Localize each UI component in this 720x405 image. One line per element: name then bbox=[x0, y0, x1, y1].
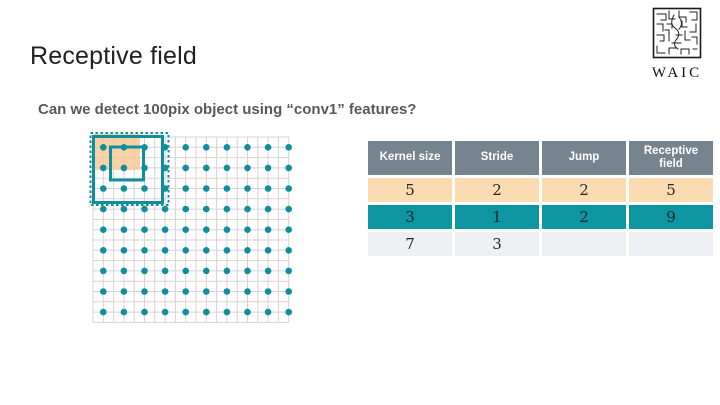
table-row: 7 3 bbox=[368, 232, 713, 256]
waic-logo: WAIC bbox=[648, 7, 706, 82]
header-receptive-field: Receptive field bbox=[629, 141, 713, 175]
receptive-field-table: Kernel size Stride Jump Receptive field … bbox=[365, 138, 716, 259]
table-row: 5 2 2 5 bbox=[368, 178, 713, 202]
table-row: 3 1 2 9 bbox=[368, 205, 713, 229]
cell-jump bbox=[542, 232, 626, 256]
conv-region-outline bbox=[92, 135, 164, 204]
object-region-highlight bbox=[93, 134, 140, 170]
cell-receptive-field bbox=[629, 232, 713, 256]
page-title: Receptive field bbox=[30, 42, 197, 70]
header-stride: Stride bbox=[455, 141, 539, 175]
waic-logo-text: WAIC bbox=[651, 65, 703, 81]
header-kernel-size: Kernel size bbox=[368, 141, 452, 175]
cell-stride: 3 bbox=[455, 232, 539, 256]
waic-logo-icon bbox=[652, 7, 702, 59]
table-header-row: Kernel size Stride Jump Receptive field bbox=[368, 141, 713, 175]
cell-stride: 1 bbox=[455, 205, 539, 229]
cell-jump: 2 bbox=[542, 178, 626, 202]
cell-receptive-field: 5 bbox=[629, 178, 713, 202]
cell-jump: 2 bbox=[542, 205, 626, 229]
slide-subtitle: Can we detect 100pix object using “conv1… bbox=[38, 101, 417, 118]
cell-kernel: 3 bbox=[368, 205, 452, 229]
header-jump: Jump bbox=[542, 141, 626, 175]
cell-kernel: 5 bbox=[368, 178, 452, 202]
cell-stride: 2 bbox=[455, 178, 539, 202]
receptive-field-diagram bbox=[89, 132, 292, 323]
kernel-outline bbox=[109, 145, 145, 182]
cell-receptive-field: 9 bbox=[629, 205, 713, 229]
cell-kernel: 7 bbox=[368, 232, 452, 256]
